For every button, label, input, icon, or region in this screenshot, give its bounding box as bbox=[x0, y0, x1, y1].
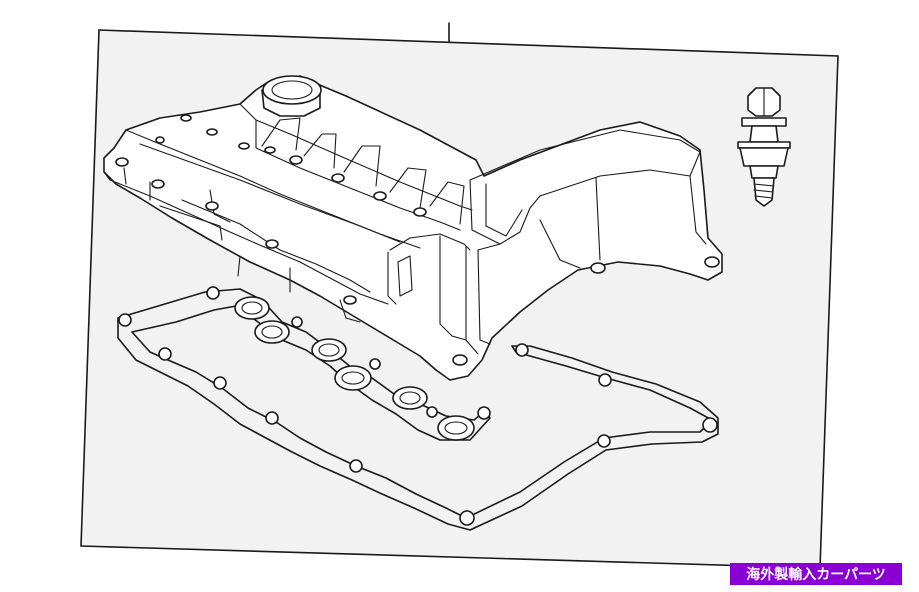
cover-bolt bbox=[737, 87, 791, 207]
valve-cover-gasket bbox=[117, 286, 719, 531]
valve-cover bbox=[103, 75, 723, 381]
import-parts-banner: 海外製輸入カーパーツ bbox=[730, 563, 902, 585]
oil-filler-opening bbox=[261, 75, 322, 117]
plug-seal-rings bbox=[234, 296, 475, 441]
